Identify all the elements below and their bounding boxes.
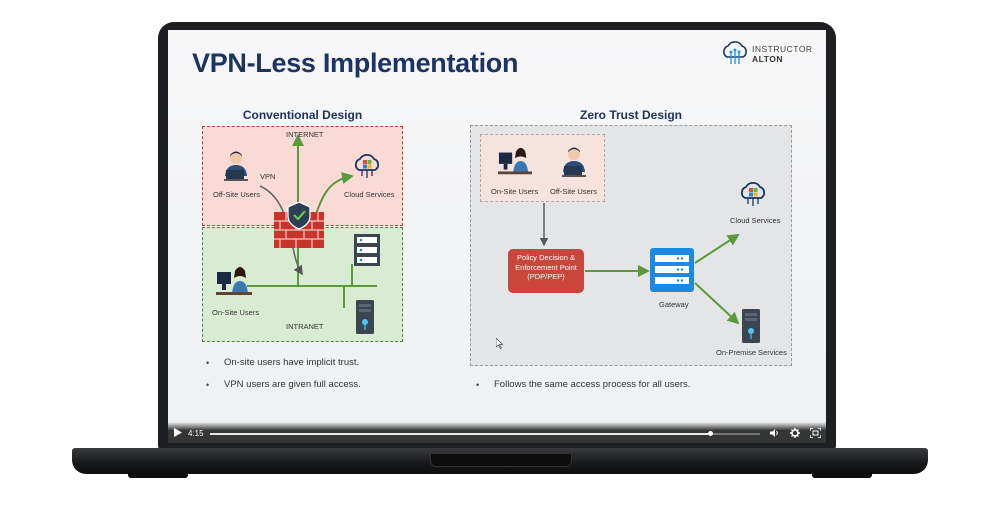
zt-onsite-user-icon bbox=[498, 147, 532, 175]
internet-label: INTERNET bbox=[286, 130, 324, 139]
logo-line2: ALTON bbox=[752, 54, 783, 64]
conventional-bullet-2: VPN users are given full access. bbox=[224, 379, 361, 390]
zt-offsite-user-icon bbox=[562, 147, 586, 177]
fullscreen-icon[interactable] bbox=[810, 428, 821, 438]
cloud-services-icon bbox=[354, 153, 380, 178]
volume-icon[interactable] bbox=[770, 429, 780, 437]
bullet-dot: • bbox=[206, 380, 210, 390]
intranet-label: INTRANET bbox=[286, 322, 324, 331]
progress-knob[interactable] bbox=[708, 431, 713, 436]
cloud-services-label: Cloud Services bbox=[344, 190, 395, 199]
bullet-dot: • bbox=[206, 358, 210, 368]
pdp-line1: Policy Decision & bbox=[517, 253, 575, 262]
pdp-line3: (PDP/PEP) bbox=[527, 272, 565, 281]
zt-onprem-server-icon bbox=[742, 309, 760, 343]
tower-server-icon bbox=[356, 300, 374, 334]
player-controls-bar bbox=[168, 422, 826, 443]
zero-trust-bullet-1: Follows the same access process for all … bbox=[494, 379, 691, 390]
playback-time: 4:15 bbox=[188, 429, 204, 438]
offsite-users-label: Off-Site Users bbox=[213, 190, 260, 199]
instructor-logo: INSTRUCTOR ALTON bbox=[720, 38, 820, 70]
server-rack-icon bbox=[354, 234, 380, 266]
play-icon[interactable] bbox=[174, 428, 182, 437]
pdp-line2: Enforcement Point bbox=[515, 262, 577, 272]
conventional-title: Conventional Design bbox=[242, 108, 363, 122]
video-screen[interactable]: VPN-Less Implementation INSTRUCTOR ALTON… bbox=[168, 30, 826, 443]
offsite-user-icon bbox=[224, 151, 248, 181]
zt-onsite-users-label: On-Site Users bbox=[491, 187, 539, 196]
onsite-user-icon bbox=[216, 267, 252, 295]
zero-trust-diagram bbox=[539, 203, 740, 325]
cloud-circuit-icon bbox=[723, 41, 747, 64]
zt-onprem-label: On-Premise Services bbox=[716, 348, 787, 357]
laptop-notch bbox=[430, 453, 572, 467]
vpn-label: VPN bbox=[260, 172, 276, 181]
slide-title: VPN-Less Implementation bbox=[192, 48, 519, 78]
zt-offsite-users-label: Off-Site Users bbox=[550, 187, 597, 196]
settings-gear-icon[interactable] bbox=[790, 428, 800, 438]
gateway-icon bbox=[650, 248, 694, 292]
zero-trust-users-zone bbox=[480, 134, 605, 202]
bullet-dot: • bbox=[476, 380, 480, 390]
progress-played bbox=[210, 433, 711, 435]
mouse-cursor-icon bbox=[496, 338, 504, 349]
onsite-users-label: On-Site Users bbox=[212, 308, 260, 317]
laptop-foot-left bbox=[128, 474, 188, 478]
laptop-foot-right bbox=[812, 474, 872, 478]
logo-line1: INSTRUCTOR bbox=[752, 44, 813, 54]
zero-trust-title: Zero Trust Design bbox=[579, 108, 683, 122]
pdp-pep-box: Policy Decision & Enforcement Point (PDP… bbox=[508, 249, 584, 293]
gateway-label: Gateway bbox=[659, 300, 689, 309]
firewall-icon bbox=[274, 202, 324, 248]
zt-cloud-services-icon bbox=[740, 181, 766, 206]
conventional-bullet-1: On-site users have implicit trust. bbox=[224, 357, 360, 368]
zt-cloud-services-label: Cloud Services bbox=[730, 216, 781, 225]
